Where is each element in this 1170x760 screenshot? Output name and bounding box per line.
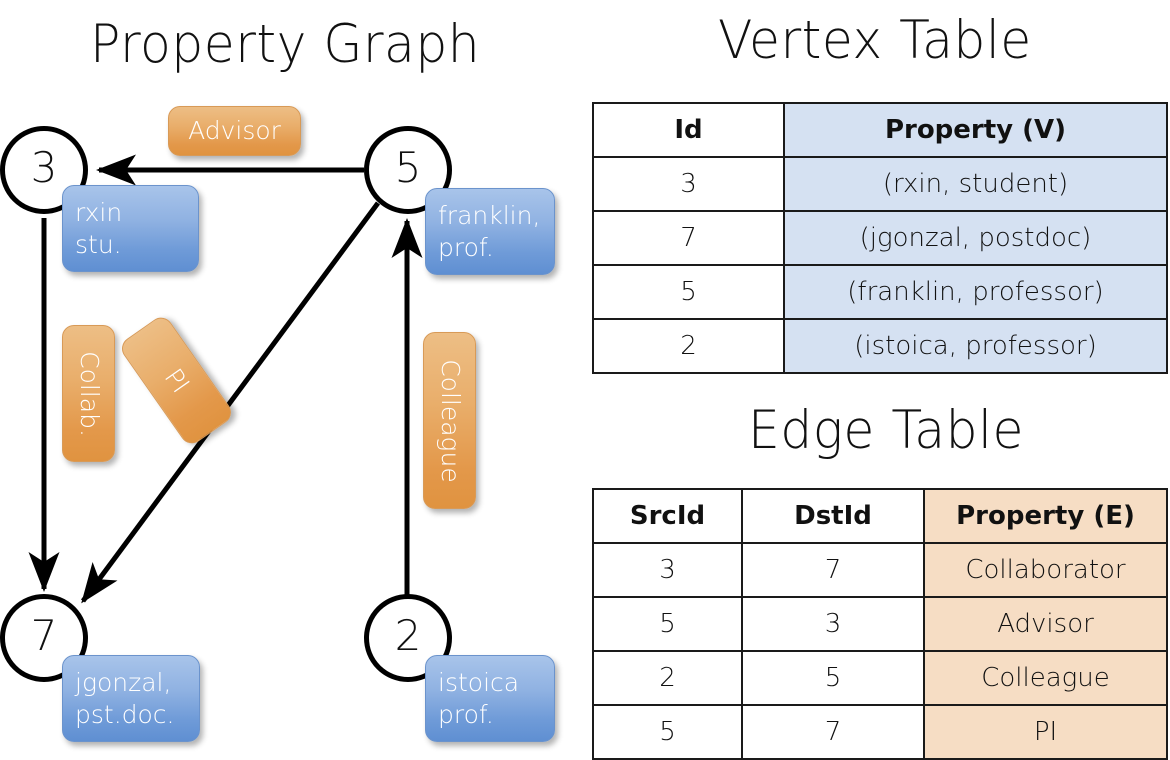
edge-row-3-src: 5 <box>592 704 743 760</box>
graph-node-7-property-line-1: jgonzal, <box>75 667 172 697</box>
property-graph-diagram: 3 rxin stu. 5 franklin, prof. 7 jgonzal,… <box>0 106 555 742</box>
vertex-row-0-property: (rxin, student) <box>783 156 1168 212</box>
graph-node-2-property-box: istoica prof. <box>425 655 555 742</box>
vertex-row-3-property: (istoica, professor) <box>783 318 1168 374</box>
table-row[interactable]: 3 7 Collaborator <box>592 542 1168 598</box>
vertex-table-header-property: Property (V) <box>783 102 1168 158</box>
edge-label-advisor: Advisor <box>168 106 301 156</box>
section-title-vertex-table: Vertex Table <box>718 10 1032 71</box>
edge-table: SrcId DstId Property (E) 3 7 Collaborato… <box>592 488 1168 760</box>
edge-row-1-src: 5 <box>592 596 743 652</box>
edge-row-2-src: 2 <box>592 650 743 706</box>
vertex-row-2-property: (franklin, professor) <box>783 264 1168 320</box>
vertex-table-header-id: Id <box>592 102 785 158</box>
edge-row-3-dst: 7 <box>741 704 925 760</box>
edge-label-colleague-text: Colleague <box>435 358 465 483</box>
table-row[interactable]: 2 5 Colleague <box>592 650 1168 706</box>
edge-label-colleague: Colleague <box>423 332 476 509</box>
edge-table-header-row: SrcId DstId Property (E) <box>592 488 1168 544</box>
graph-node-7-label: 7 <box>30 611 58 660</box>
table-row[interactable]: 7 (jgonzal, postdoc) <box>592 210 1168 266</box>
graph-node-5-property-line-2: prof. <box>438 232 494 262</box>
edge-label-collab: Collab. <box>62 325 115 462</box>
edge-row-1-dst: 3 <box>741 596 925 652</box>
graph-node-2[interactable]: 2 <box>364 594 452 682</box>
edge-row-2-dst: 5 <box>741 650 925 706</box>
edge-label-collab-text: Collab. <box>74 350 104 437</box>
edge-label-pi-text: PI <box>158 362 196 398</box>
section-title-edge-table: Edge Table <box>748 400 1024 461</box>
graph-node-3-property-line-1: rxin <box>75 197 123 227</box>
edge-row-3-property: PI <box>923 704 1168 760</box>
graph-node-5-property-box: franklin, prof. <box>425 188 555 275</box>
edge-row-0-src: 3 <box>592 542 743 598</box>
graph-node-7-property-line-2: pst.doc. <box>75 699 175 729</box>
graph-node-5-label: 5 <box>394 143 422 192</box>
vertex-row-1-id: 7 <box>592 210 785 266</box>
graph-node-3-property-box: rxin stu. <box>62 185 199 272</box>
table-row[interactable]: 5 (franklin, professor) <box>592 264 1168 320</box>
table-row[interactable]: 3 (rxin, student) <box>592 156 1168 212</box>
graph-node-5-property-line-1: franklin, <box>438 200 541 230</box>
edge-row-1-property: Advisor <box>923 596 1168 652</box>
graph-node-7-property-box: jgonzal, pst.doc. <box>62 655 200 742</box>
vertex-table-header-row: Id Property (V) <box>592 102 1168 158</box>
graph-edges-svg <box>28 154 423 604</box>
edge-row-0-property: Collaborator <box>923 542 1168 598</box>
table-row[interactable]: 2 (istoica, professor) <box>592 318 1168 374</box>
vertex-row-0-id: 3 <box>592 156 785 212</box>
edge-row-0-dst: 7 <box>741 542 925 598</box>
graph-node-3-property-line-2: stu. <box>75 229 122 259</box>
edge-table-header-property: Property (E) <box>923 488 1168 544</box>
edge-label-advisor-text: Advisor <box>188 116 281 145</box>
vertex-row-3-id: 2 <box>592 318 785 374</box>
table-row[interactable]: 5 3 Advisor <box>592 596 1168 652</box>
graph-node-2-property-line-1: istoica <box>438 667 520 697</box>
edge-row-2-property: Colleague <box>923 650 1168 706</box>
edge-table-header-dstid: DstId <box>741 488 925 544</box>
vertex-row-1-property: (jgonzal, postdoc) <box>783 210 1168 266</box>
graph-node-5[interactable]: 5 <box>364 126 452 214</box>
page-title-property-graph: Property Graph <box>90 14 481 75</box>
edge-5-to-7-pi <box>80 201 381 604</box>
graph-node-2-property-line-2: prof. <box>438 699 494 729</box>
vertex-table: Id Property (V) 3 (rxin, student) 7 (jgo… <box>592 102 1168 374</box>
edge-table-header-srcid: SrcId <box>592 488 743 544</box>
graph-node-3-label: 3 <box>30 143 58 192</box>
graph-node-2-label: 2 <box>394 611 422 660</box>
vertex-row-2-id: 5 <box>592 264 785 320</box>
table-row[interactable]: 5 7 PI <box>592 704 1168 760</box>
